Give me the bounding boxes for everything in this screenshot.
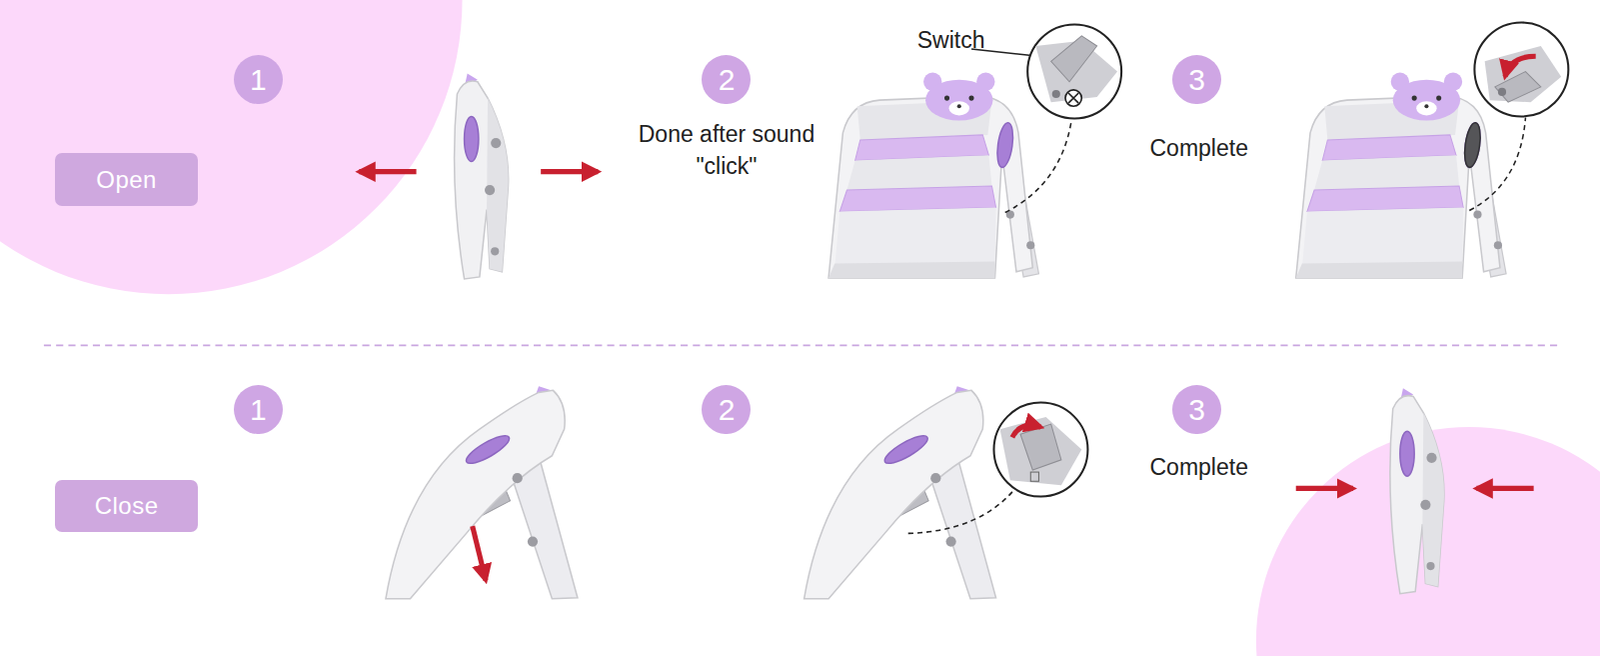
switch-zoom-part bbox=[908, 487, 1016, 533]
switch-zoom-part bbox=[1051, 35, 1098, 82]
step-number-circle: 1 bbox=[233, 54, 283, 104]
switch-zoom-part bbox=[1012, 424, 1042, 437]
switch-zoom-part bbox=[1065, 89, 1082, 106]
step-number-circle: 2 bbox=[701, 54, 751, 104]
step-note: Complete bbox=[1117, 450, 1281, 483]
step-number-circle: 3 bbox=[1172, 384, 1222, 434]
switch-zoom-part bbox=[1485, 45, 1563, 102]
open-stool-part bbox=[828, 95, 1033, 278]
step-number-circle: 2 bbox=[701, 384, 751, 434]
folded-stool-part bbox=[454, 80, 509, 279]
side-view-stool-part bbox=[527, 535, 538, 546]
step-number-circle: 1 bbox=[233, 384, 283, 434]
part-name: Switch bbox=[889, 23, 1013, 56]
step-number-circle: 3 bbox=[1172, 54, 1222, 104]
switch-zoom-part bbox=[1505, 55, 1537, 76]
switch-zoom bbox=[971, 24, 1122, 213]
folded-stool bbox=[454, 73, 509, 279]
switch-zoom-part bbox=[1005, 120, 1072, 213]
side-view-stool-part bbox=[462, 430, 513, 468]
switch-zoom-part bbox=[1469, 117, 1526, 211]
switch-zoom-part bbox=[1474, 21, 1569, 116]
step-number: 1 bbox=[249, 392, 267, 427]
open-stool-part bbox=[995, 121, 1016, 169]
mode-label-box: Close bbox=[54, 479, 198, 532]
background-blob bbox=[0, 0, 463, 294]
circle-fill bbox=[1172, 384, 1222, 434]
switch-zoom-part bbox=[1068, 92, 1079, 103]
mode-label: Open bbox=[95, 165, 157, 194]
open-stool-part bbox=[925, 79, 993, 121]
side-view-stool-part bbox=[385, 389, 565, 598]
divider-line bbox=[43, 344, 1562, 347]
pull-arrow bbox=[358, 168, 416, 174]
circle-fill bbox=[1172, 54, 1222, 104]
pull-arrow bbox=[540, 168, 598, 174]
step-note: Complete bbox=[1117, 131, 1281, 164]
step-number: 3 bbox=[1188, 62, 1206, 97]
side-view-stool bbox=[385, 385, 578, 599]
switch-zoom-part bbox=[1027, 24, 1122, 119]
switch-zoom-part bbox=[1020, 423, 1062, 470]
push-arrow bbox=[472, 525, 486, 580]
open-stool-part bbox=[957, 103, 962, 108]
switch-zoom-part bbox=[1498, 87, 1507, 96]
handle bbox=[1462, 121, 1483, 169]
open-stool-part bbox=[828, 261, 995, 278]
folded-stool-part bbox=[484, 184, 495, 195]
open-stool-part bbox=[968, 95, 974, 101]
folded-stool-part bbox=[490, 137, 501, 148]
mode-label-box: Open bbox=[54, 152, 198, 206]
step-number: 2 bbox=[718, 392, 736, 427]
switch-zoom-part bbox=[1000, 416, 1083, 485]
switch-zoom-part bbox=[1052, 89, 1061, 98]
circle-fill bbox=[701, 384, 751, 434]
switch-zoom bbox=[1469, 21, 1569, 210]
open-stool-part bbox=[949, 100, 970, 115]
step-number: 1 bbox=[249, 62, 267, 97]
step-note: Done after sound "click" bbox=[614, 117, 840, 182]
open-stool-part bbox=[846, 154, 992, 190]
folded-stool-part bbox=[486, 97, 509, 272]
circle-fill bbox=[233, 384, 283, 434]
step-number: 3 bbox=[1188, 392, 1206, 427]
switch-zoom bbox=[908, 402, 1089, 534]
step-number: 2 bbox=[718, 62, 736, 97]
switch-zoom-part bbox=[1495, 71, 1542, 103]
open-stool-part bbox=[839, 185, 996, 212]
push-arrow bbox=[1476, 485, 1534, 491]
open-stool-part bbox=[944, 95, 950, 101]
switch-zoom-part bbox=[1030, 471, 1039, 481]
switch-zoom-part bbox=[994, 402, 1089, 497]
open-stool bbox=[828, 72, 1039, 278]
drawing-part bbox=[804, 385, 997, 599]
push-arrow bbox=[1296, 485, 1354, 491]
drawing-part bbox=[1390, 387, 1445, 593]
circle-fill bbox=[701, 54, 751, 104]
side-view-stool-part bbox=[512, 472, 523, 483]
circle-fill bbox=[233, 54, 283, 104]
open-stool-part bbox=[1026, 240, 1035, 249]
folded-stool-part bbox=[490, 246, 499, 255]
folded-stool-part bbox=[464, 115, 479, 161]
drawing-part bbox=[1296, 72, 1507, 278]
open-stool-part bbox=[834, 206, 996, 267]
side-view-stool-part bbox=[510, 455, 578, 599]
mode-label: Close bbox=[94, 491, 159, 520]
